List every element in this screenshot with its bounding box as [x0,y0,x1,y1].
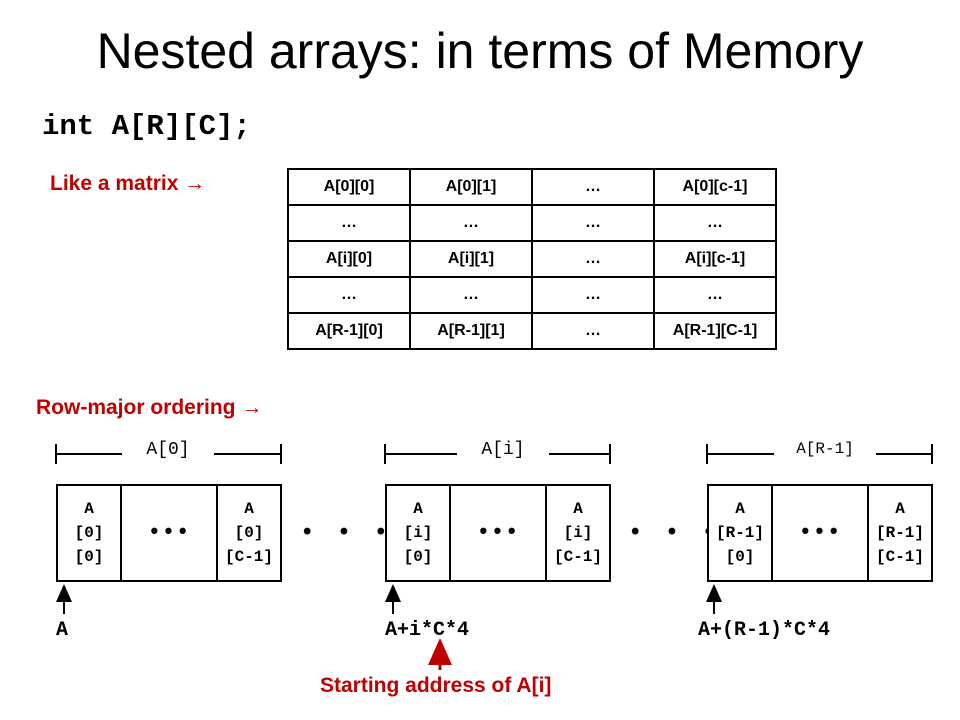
matrix-cell: A[R-1][0] [287,312,411,350]
ellipsis-cell: ••• [120,486,218,580]
cell-line: [i] [563,524,593,542]
matrix-cell: … [287,276,411,314]
cell-line: [C-1] [553,548,602,566]
matrix-cell: … [531,168,655,206]
cell-line: [i] [403,524,433,542]
matrix-cell: … [653,204,777,242]
memory-block-ar1: A [R-1] [0] ••• A [R-1] [C-1] [707,484,933,582]
memory-block-ai: A [i] [0] ••• A [i] [C-1] [385,484,611,582]
matrix-cell: A[0][1] [409,168,533,206]
matrix-cell: … [287,204,411,242]
matrix-row: A[i][0]A[i][1]…A[i][c-1] [287,240,777,278]
cell-last: A [i] [C-1] [547,486,609,580]
matrix-cell: A[i][1] [409,240,533,278]
cell-line: [0] [725,548,755,566]
cell-last: A [R-1] [C-1] [869,486,931,580]
cell-line: A [244,500,254,518]
cell-first: A [0] [0] [58,486,120,580]
span-label-ai: A[i] [457,440,549,460]
cell-first: A [R-1] [0] [709,486,771,580]
address-label-ar1: A+(R-1)*C*4 [698,619,831,642]
address-label-ai: A+i*C*4 [385,619,470,642]
ellipsis-cell: ••• [449,486,547,580]
page-title: Nested arrays: in terms of Memory [96,23,864,79]
ellipsis-cell: ••• [771,486,869,580]
matrix-cell: … [409,276,533,314]
matrix-cell: … [409,204,533,242]
cell-line: [R-1] [875,524,924,542]
cell-line: A [735,500,745,518]
cell-first: A [i] [0] [387,486,449,580]
row-major-label: Row-major ordering → [36,396,263,419]
matrix-cell: A[i][c-1] [653,240,777,278]
matrix-row: A[0][0]A[0][1]…A[0][c-1] [287,168,777,206]
matrix-cell: A[R-1][1] [409,312,533,350]
matrix-row: ………… [287,204,777,242]
between-dots-1: • • • [300,520,393,547]
cell-line: A [895,500,905,518]
cell-line: [0] [74,524,104,542]
between-dots-2: • • • [628,520,721,547]
matrix-cell: … [531,312,655,350]
cell-line: [0] [234,524,264,542]
matrix-cell: A[0][c-1] [653,168,777,206]
span-label-a0: A[0] [122,440,214,460]
cell-line: [R-1] [715,524,764,542]
cell-line: [C-1] [224,548,273,566]
starting-address-label: Starting address of A[i] [320,674,552,697]
matrix-cell: A[R-1][C-1] [653,312,777,350]
address-label-a: A [56,619,69,642]
matrix-cell: … [531,276,655,314]
cell-line: A [84,500,94,518]
array-declaration: int A[R][C]; [42,110,251,143]
matrix-label: Like a matrix → [50,172,206,195]
matrix-row: A[R-1][0]A[R-1][1]…A[R-1][C-1] [287,312,777,350]
memory-block-a0: A [0] [0] ••• A [0] [C-1] [56,484,282,582]
matrix-cell: … [531,204,655,242]
matrix-row: ………… [287,276,777,314]
matrix-cell: A[0][0] [287,168,411,206]
cell-last: A [0] [C-1] [218,486,280,580]
matrix-table: A[0][0]A[0][1]…A[0][c-1]…………A[i][0]A[i][… [287,168,777,350]
cell-line: A [413,500,423,518]
span-label-ar1: A[R-1] [774,440,876,458]
cell-line: [0] [74,548,104,566]
matrix-cell: … [653,276,777,314]
cell-line: A [573,500,583,518]
cell-line: [0] [403,548,433,566]
matrix-cell: A[i][0] [287,240,411,278]
matrix-cell: … [531,240,655,278]
cell-line: [C-1] [875,548,924,566]
